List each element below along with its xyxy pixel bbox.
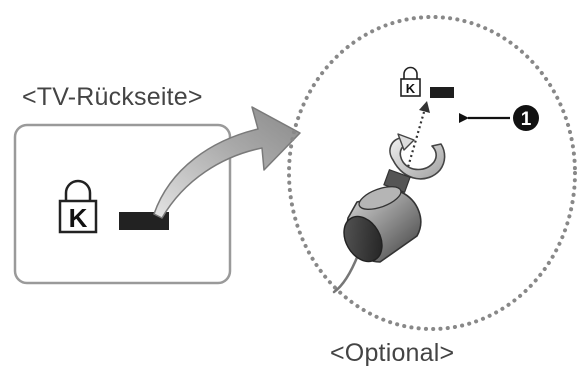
small-kensington-letter: K [406, 81, 416, 96]
kensington-letter: K [69, 203, 88, 233]
callout-number-one-icon: 1 [513, 105, 539, 131]
lock-cable [332, 253, 360, 294]
small-kensington-icon: K [400, 66, 421, 97]
detail-view-outline [287, 15, 577, 331]
kensington-lock-icon: K [58, 179, 98, 234]
detail-security-slot [430, 87, 454, 98]
tv-back-panel [13, 123, 232, 285]
security-slot [119, 212, 169, 230]
insertion-arrowhead [419, 101, 430, 113]
tv-back-label: <TV-Rückseite> [22, 83, 203, 111]
optional-label: <Optional> [330, 339, 455, 367]
rotation-arrow-icon [389, 133, 446, 180]
callout-number: 1 [521, 109, 532, 130]
kensington-lock-body [343, 168, 422, 263]
zoom-arrow [153, 106, 301, 219]
